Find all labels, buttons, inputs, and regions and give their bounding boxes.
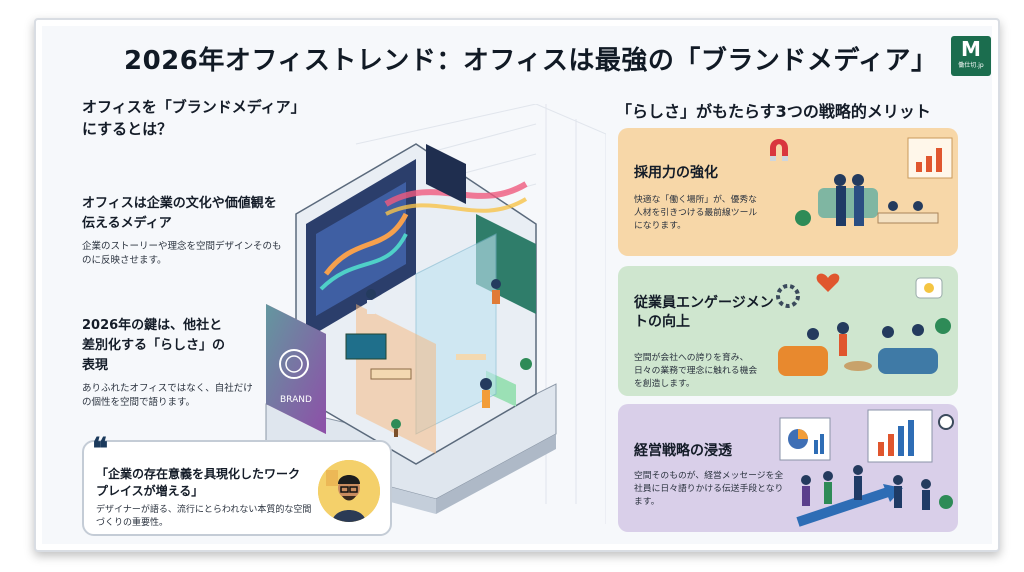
card-body: 快適な「働く場所」が、優秀な人材を引きつける最前線ツールになります。 [634,195,758,231]
quote-body: デザイナーが語る、流行にとらわれない本質的な空間づくりの重要性。 [96,505,312,528]
designer-avatar-icon [318,460,380,522]
left-body-3: ありふれたオフィスではなく、自社だけの個性を空間で語ります。 [82,383,253,408]
quote-box: ❝ 「企業の存在意義を具現化したワークプレイスが増える」 デザイナーが語る、流行… [82,432,392,536]
engagement-scene-icon [776,273,951,376]
left-heading-1: オフィスを「ブランドメディア」にするとは？ [82,98,299,138]
benefit-card-engagement: 従業員エンゲージメントの向上 空間が会社への誇りを育み、日々の業務で理念に触れる… [618,266,958,396]
left-body-2: 企業のストーリーや理念を空間デザインそのものに反映させます。 [82,241,282,266]
brand-logo: M 働仕切.jp [951,36,991,76]
office-illustration: BRAND [265,104,606,524]
card-heading: 採用力の強化 [634,165,718,181]
recruitment-scene-icon [770,137,953,226]
brand-wall-text: BRAND [280,395,312,405]
card-heading: 経営戦略の浸透 [634,443,732,459]
quote-heading: 「企業の存在意義を具現化したワークプレイスが増える」 [96,467,301,498]
benefits-title: 「らしさ」がもたらす3つの戦略的メリット [616,102,931,121]
benefit-card-recruitment: 採用力の強化 快適な「働く場所」が、優秀な人材を引きつける最前線ツールになります… [618,128,958,256]
card-heading: 従業員エンゲージメントの向上 [634,295,774,330]
avatar [318,460,380,522]
slide-frame: 2026年オフィストレンド：オフィスは最強の「ブランドメディア」 M 働仕切.j… [34,18,1000,552]
strategy-scene-icon [779,409,954,527]
left-heading-3: 2026年の鍵は、他社と差別化する「らしさ」の表現 [82,318,226,373]
logo-text: 働仕切.jp [958,62,984,69]
header: 2026年オフィストレンド：オフィスは最強の「ブランドメディア」 M 働仕切.j… [36,20,998,92]
card-body: 空間そのものが、経営メッセージを全社員に日々語りかける伝送手段となります。 [634,471,784,507]
quote-mark-icon: ❝ [92,432,109,467]
page-title: 2026年オフィストレンド：オフィスは最強の「ブランドメディア」 [124,46,938,76]
left-heading-2: オフィスは企業の文化や価値観を伝えるメディア [82,196,277,231]
benefit-card-strategy: 経営戦略の浸透 空間そのものが、経営メッセージを全社員に日々語りかける伝送手段と… [618,404,958,532]
card-body: 空間が会社への誇りを育み、日々の業務で理念に触れる機会を創造します。 [634,353,758,389]
logo-mark: M [961,37,981,61]
